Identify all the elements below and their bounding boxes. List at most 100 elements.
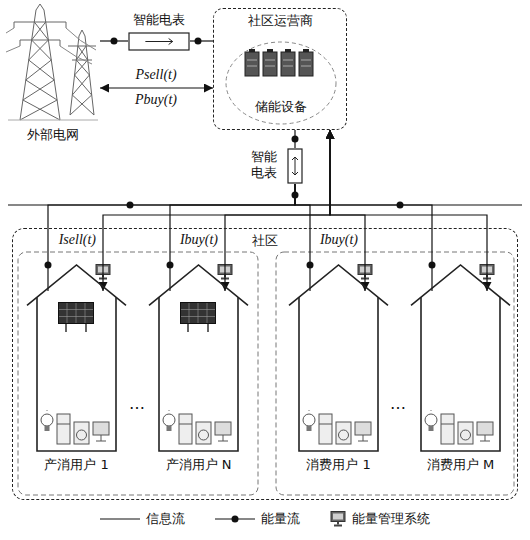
legend-item: 能量管理系统 [330,510,430,528]
node-label: 社区运营商 [248,13,313,29]
smart-meter: 智能电表 [251,148,303,184]
meter-symbol [288,149,302,183]
storage-ellipse: 储能设备 [225,41,337,125]
solar-panel [59,303,94,333]
group-outline [18,252,258,495]
power-tower [66,28,96,50]
battery-icon [263,52,277,76]
power-tower [20,22,57,120]
legend-label: 能量管理系统 [352,510,430,528]
meter-symbol [145,39,172,45]
smart-meter: 智能电表 [128,12,190,52]
group-outline [18,252,514,495]
legend-sample [331,512,345,527]
legend-label: 信息流 [146,510,185,528]
legend-sample [100,513,140,525]
info-arrow [103,130,330,291]
house-outline [291,291,386,479]
appliance-icons [41,408,493,444]
meter-symbol [129,33,189,50]
battery-icon [267,49,273,52]
house-outline [421,297,500,451]
node-label: 社区 [252,233,278,249]
energy-line [170,184,295,291]
node-label: 产消用户 1 [44,457,108,473]
appliance-icons [163,408,231,444]
power-tower [6,4,98,120]
node-label: 外部电网 [27,127,79,143]
legend: 信息流能量流能量管理系统 [0,510,530,528]
energy-line [100,40,128,41]
operator-box: 社区运营商储能设备 [213,8,347,130]
power-tower [14,22,15,28]
appliance-icons [303,408,371,444]
power-tower [60,40,61,46]
house-node: 消费用户 M [413,291,508,479]
solar-panel [181,303,216,333]
power-tower [14,22,66,23]
power-tower [66,22,67,28]
ellipsis: … [127,394,147,413]
house-node: 产消用户 1 [29,291,124,479]
info-arrow [225,130,330,291]
power-tower [68,46,96,47]
house-outline [29,291,124,479]
ems-icon [96,265,494,280]
battery-icon [299,52,313,76]
grid-node: 外部电网 [5,5,100,145]
house-outline [413,291,508,479]
node-label: 储能设备 [255,99,307,115]
legend-sample [215,513,255,525]
power-tower [20,40,21,46]
meter-symbol [128,32,190,52]
power-tower [8,120,98,121]
signal-label: Isell(t) [57,232,98,249]
power-tower [6,28,14,33]
ellipsis: … [388,394,408,413]
appliance-icons [41,408,109,444]
power-tower [23,22,60,120]
signal-label: Ibuy(t) [318,232,360,249]
battery-icon [245,52,259,76]
energy-line [190,40,213,41]
battery-icon [249,49,255,52]
battery-icon [247,60,311,66]
node-label: 智能电表 [133,12,185,28]
house-outline [27,265,126,305]
node-label: 消费用户 M [427,457,494,473]
energy-line [295,184,310,291]
node-label: 消费用户 1 [306,457,370,473]
legend-sample [330,511,346,527]
battery-icon [285,49,291,52]
house-node: 产消用户 N [151,291,246,479]
node-label: 产消用户 N [166,457,232,473]
energy-line [295,184,432,291]
storage-outline [226,42,336,124]
solar-panel [59,303,216,333]
battery-icon [303,49,309,52]
community-box: 社区产消用户 1 产消用户 N 消费用户 1 消费用户 M [12,228,518,500]
info-arrow [100,87,213,88]
house-outline [299,297,378,451]
house-outline [37,297,116,451]
battery-icon [245,49,313,76]
battery-icon [281,52,295,76]
legend-sample [232,516,239,523]
legend-sample [100,518,140,519]
power-tower [70,46,92,115]
group-outline [276,252,514,495]
power-tower [70,30,94,115]
house-outline [289,265,388,305]
energy-line [294,130,295,148]
house-outline [159,297,238,451]
house-outline [149,265,248,305]
signal-label: Psell(t) [133,67,178,84]
legend-item: 信息流 [100,510,185,528]
signal-label: Ibuy(t) [178,232,220,249]
power-tower [20,40,60,41]
energy-line [48,184,295,291]
house-node: 消费用户 1 [291,291,386,479]
power-tower [6,46,20,52]
house-outline [411,265,510,305]
